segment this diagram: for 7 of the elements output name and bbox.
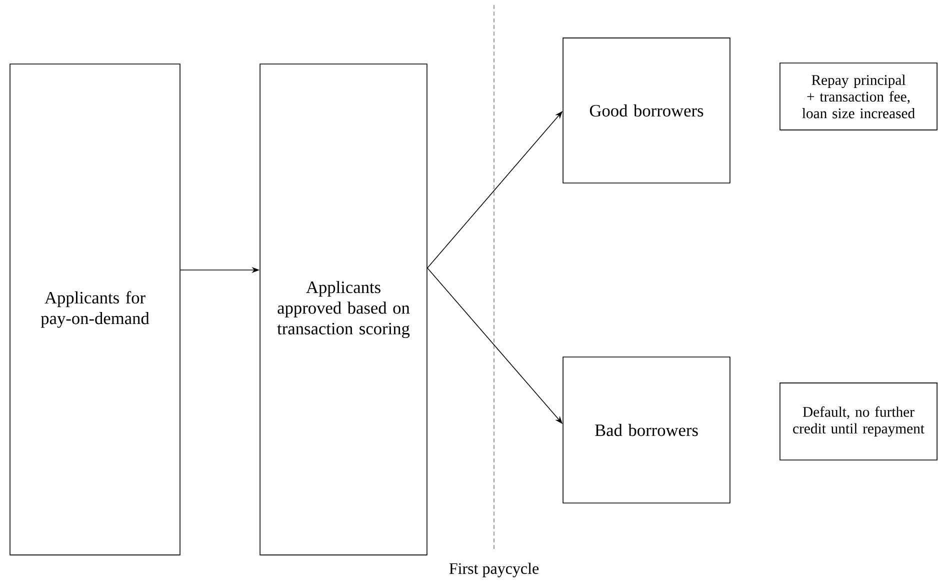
note-box: Repay principal + transaction fee, loan size increased — [780, 62, 938, 130]
process-box: Good borrowers — [562, 38, 730, 184]
process-box: Applicants for pay-on-demand — [10, 64, 180, 556]
process-box: Applicants approved based on transaction scoring — [260, 64, 428, 556]
note-box: Default, no further credit until repayment — [780, 382, 938, 460]
process-box: Bad borrowers — [562, 356, 730, 504]
phase-label: First paycycle — [449, 562, 539, 578]
